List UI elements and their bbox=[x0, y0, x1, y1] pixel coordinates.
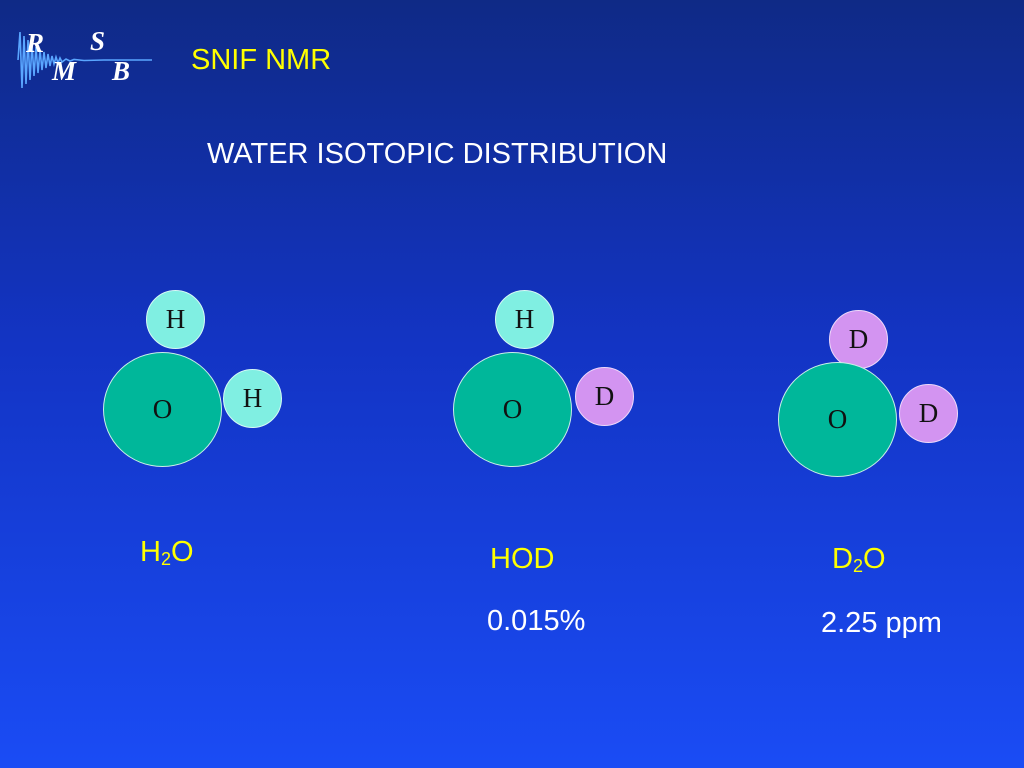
deuterium-atom-side: D bbox=[575, 367, 634, 426]
logo-letter-s: S bbox=[90, 26, 106, 56]
abundance-hod: 0.015% bbox=[487, 605, 586, 637]
oxygen-atom: O bbox=[453, 352, 572, 467]
logo-letter-b: B bbox=[112, 56, 131, 86]
oxygen-atom: O bbox=[103, 352, 222, 467]
hydrogen-atom-top: H bbox=[146, 290, 205, 349]
page-title: WATER ISOTOPIC DISTRIBUTION bbox=[207, 138, 668, 170]
logo-letter-r: R bbox=[26, 28, 45, 58]
hydrogen-atom-side: H bbox=[223, 369, 282, 428]
molecule-label-hod: HOD bbox=[490, 543, 555, 575]
header-title: SNIF NMR bbox=[191, 44, 332, 76]
oxygen-atom: O bbox=[778, 362, 897, 477]
logo-letter-m: M bbox=[52, 56, 77, 86]
deuterium-atom-side: D bbox=[899, 384, 958, 443]
abundance-d2o: 2.25 ppm bbox=[821, 607, 942, 639]
molecule-label-h2o: H2O bbox=[140, 536, 194, 569]
molecule-label-d2o: D2O bbox=[832, 543, 886, 576]
deuterium-atom-top: D bbox=[829, 310, 888, 369]
rmsb-logo: R S M B bbox=[14, 24, 154, 96]
spectrum-wave-graphic bbox=[17, 31, 152, 89]
hydrogen-atom-top: H bbox=[495, 290, 554, 349]
